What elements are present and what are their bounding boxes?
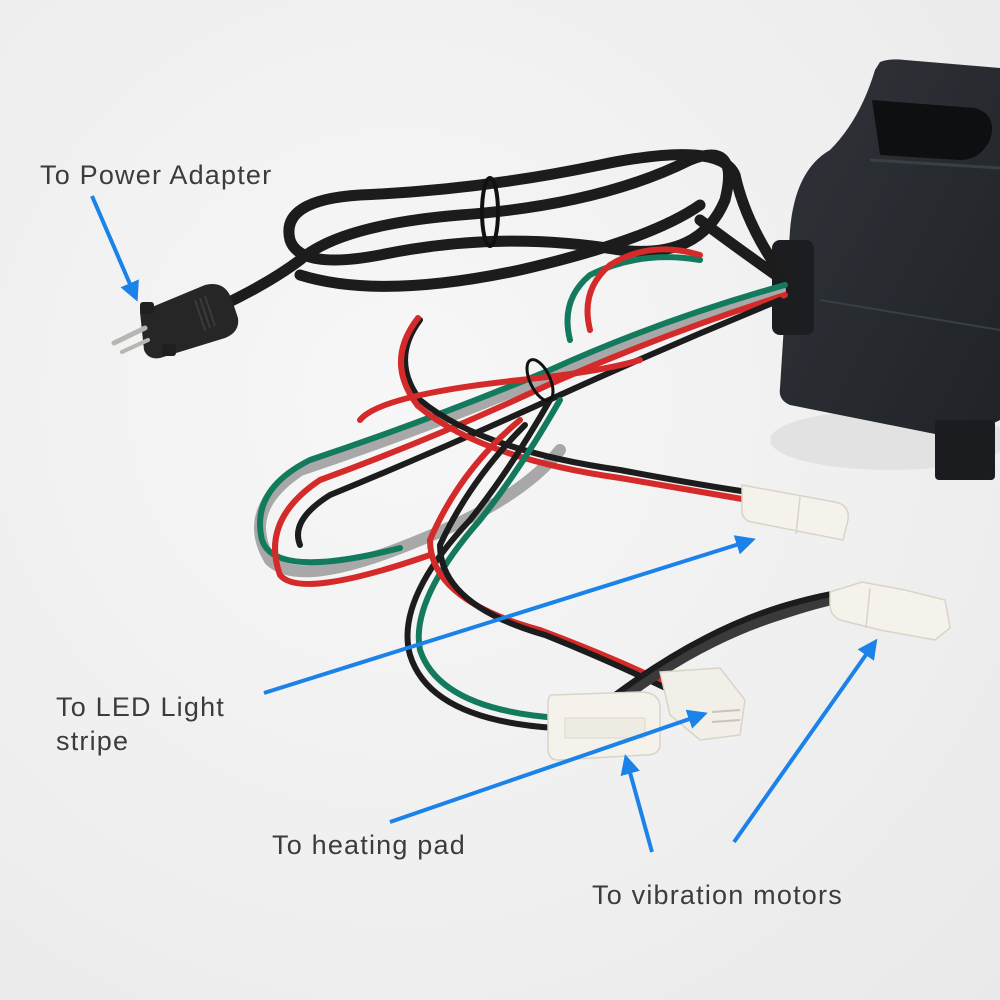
label-led-light-stripe: To LED Light stripe [56, 692, 225, 756]
control-box [770, 59, 1000, 480]
led-connector [740, 484, 849, 541]
arrow-heating [389, 709, 708, 824]
arrow-power [90, 195, 139, 302]
arrow-vibration-2 [732, 638, 878, 844]
vibration-connector-2 [547, 691, 661, 761]
arrow-led [263, 535, 756, 695]
label-vibration-motors: To vibration motors [592, 880, 843, 910]
vibration-connector-1 [829, 581, 951, 641]
arrow-vibration-1 [620, 754, 654, 853]
power-cable [184, 149, 796, 326]
label-heating-pad: To heating pad [272, 830, 466, 860]
callout-arrows [90, 195, 878, 853]
label-power-adapter: To Power Adapter [40, 160, 273, 190]
heating-connector [659, 667, 746, 741]
wire-bundle [254, 246, 837, 731]
dc-plug [111, 284, 239, 359]
